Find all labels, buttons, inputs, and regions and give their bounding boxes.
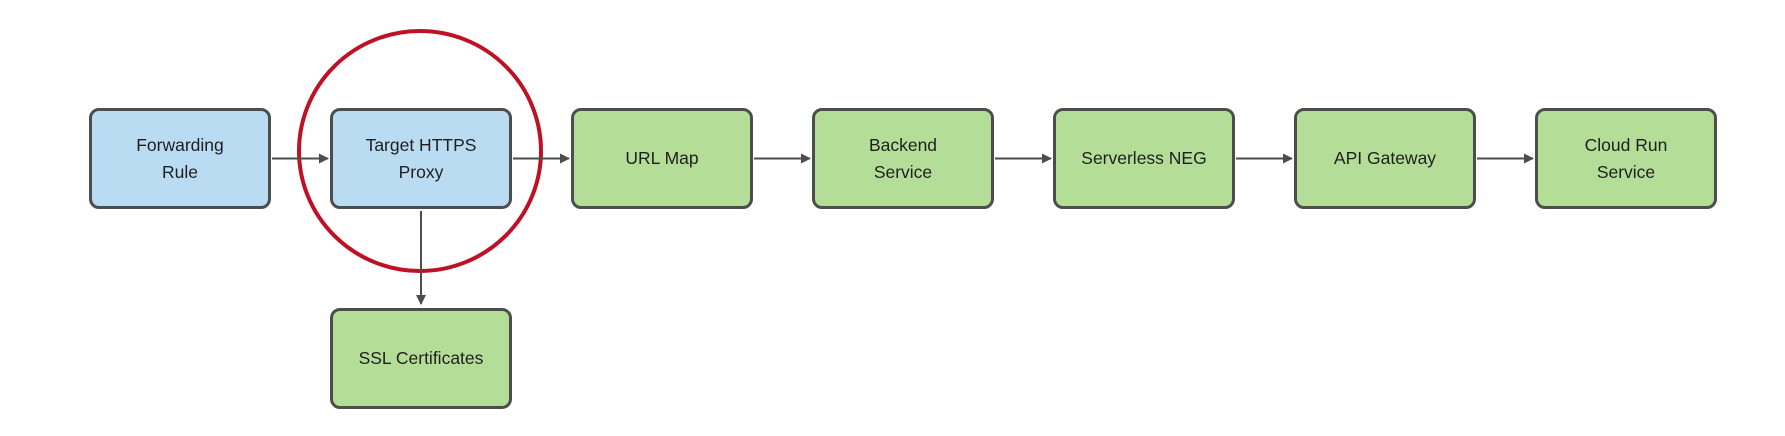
node-serverless-neg: Serverless NEG bbox=[1053, 108, 1235, 209]
node-ssl-certificates-label: SSL Certificates bbox=[358, 348, 484, 369]
node-serverless-neg-label: Serverless NEG bbox=[1081, 148, 1207, 169]
node-url-map: URL Map bbox=[571, 108, 753, 209]
node-backend-service: Backend Service bbox=[812, 108, 994, 209]
node-forwarding-rule: Forwarding Rule bbox=[89, 108, 271, 209]
node-cloud-run-service: Cloud Run Service bbox=[1535, 108, 1717, 209]
node-target-https-proxy: Target HTTPS Proxy bbox=[330, 108, 512, 209]
node-backend-service-label: Backend Service bbox=[868, 135, 938, 182]
node-cloud-run-service-label: Cloud Run Service bbox=[1584, 135, 1668, 182]
node-url-map-label: URL Map bbox=[625, 148, 699, 169]
node-forwarding-rule-label: Forwarding Rule bbox=[136, 135, 224, 182]
node-target-https-proxy-label: Target HTTPS Proxy bbox=[365, 135, 477, 182]
node-api-gateway: API Gateway bbox=[1294, 108, 1476, 209]
node-ssl-certificates: SSL Certificates bbox=[330, 308, 512, 409]
node-api-gateway-label: API Gateway bbox=[1333, 148, 1437, 169]
